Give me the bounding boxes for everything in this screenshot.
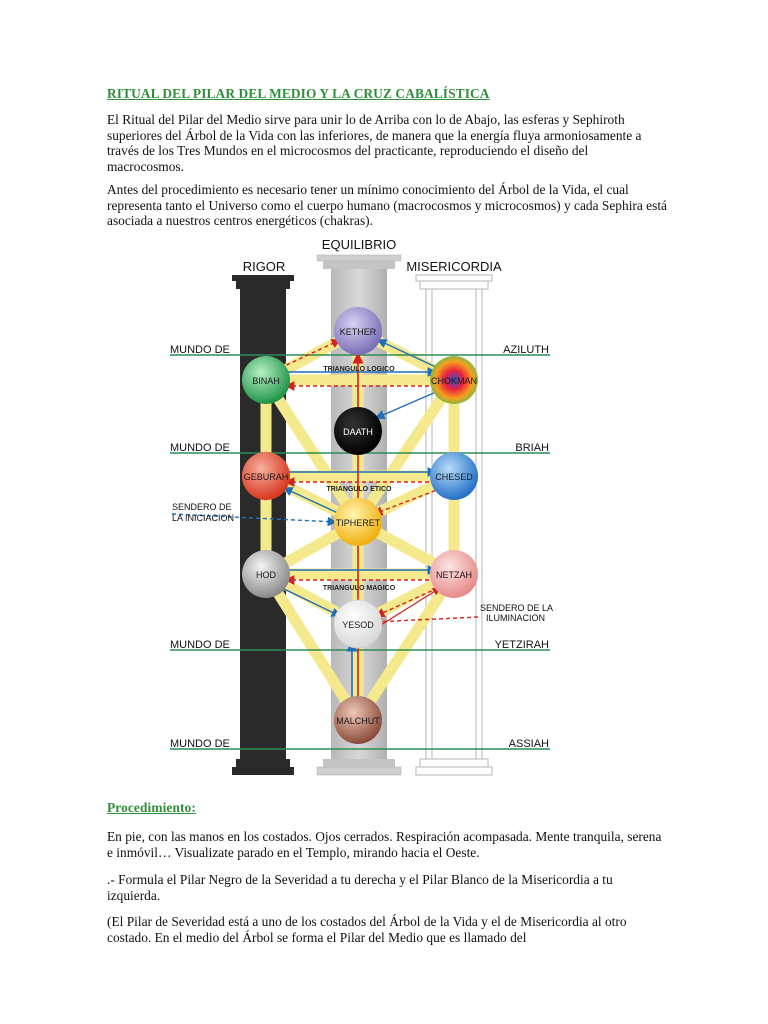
world-label-1-left: MUNDO DE [170, 344, 230, 356]
path-iluminacion-label-1: SENDERO DE LA [480, 603, 553, 613]
triangle-magico-label: TRIANGULO MAGICO [323, 585, 396, 592]
triangle-etico-label: TRIANGULO ETICO [327, 486, 392, 493]
svg-text:KETHER: KETHER [340, 327, 377, 337]
world-label-1-right: AZILUTH [503, 344, 549, 356]
pillar-title-equilibrio: EQUILIBRIO [322, 237, 396, 252]
path-iniciacion-label-2: LA INICIACION [172, 513, 234, 523]
sephira-chesed: CHESED [430, 452, 478, 500]
world-label-4-left: MUNDO DE [170, 738, 230, 750]
svg-text:CHESED: CHESED [435, 472, 473, 482]
path-iniciacion-label-1: SENDERO DE [172, 502, 232, 512]
procedure-paragraph-1: En pie, con las manos en los costados. O… [107, 829, 662, 860]
procedure-heading: Procedimiento: [107, 800, 196, 815]
sephira-hod: HOD [242, 550, 290, 598]
procedure-paragraph-3: (El Pilar de Severidad está a uno de los… [107, 914, 627, 945]
svg-text:BINAH: BINAH [252, 376, 280, 386]
svg-text:GEBURAH: GEBURAH [244, 472, 289, 482]
pillar-title-misericordia: MISERICORDIA [406, 259, 502, 274]
world-label-2-left: MUNDO DE [170, 442, 230, 454]
triangle-logico-label: TRIANGULO LOGICO [323, 366, 395, 373]
procedure-paragraph-2: .- Formula el Pilar Negro de la Severida… [107, 872, 613, 903]
world-label-3-left: MUNDO DE [170, 639, 230, 651]
sephira-tiphereth: TIPHERET [334, 498, 382, 546]
svg-text:NETZAH: NETZAH [436, 570, 472, 580]
page-title: RITUAL DEL PILAR DEL MEDIO Y LA CRUZ CAB… [107, 86, 490, 101]
sephira-yesod: YESOD [333, 599, 383, 649]
intro-paragraph-1: El Ritual del Pilar del Medio sirve para… [107, 112, 642, 174]
svg-text:MALCHUT: MALCHUT [336, 716, 380, 726]
sephira-chokman: CHOKMAN [430, 356, 478, 404]
svg-text:HOD: HOD [256, 570, 277, 580]
pillar-title-rigor: RIGOR [243, 259, 286, 274]
sephira-geburah: GEBURAH [242, 452, 290, 500]
sephira-daath: DAATH [334, 407, 382, 455]
sephira-netzah: NETZAH [430, 550, 478, 598]
world-label-3-right: YETZIRAH [495, 639, 549, 651]
svg-text:DAATH: DAATH [343, 427, 373, 437]
sephira-binah: BINAH [242, 356, 290, 404]
tree-of-life-diagram: RIGOR EQUILIBRIO MISERICORDIA [170, 237, 553, 776]
world-label-4-right: ASSIAH [509, 738, 549, 750]
svg-text:YESOD: YESOD [342, 620, 374, 630]
sephira-kether: KETHER [334, 307, 382, 355]
svg-text:TIPHERET: TIPHERET [336, 518, 381, 528]
path-iluminacion-label-2: ILUMINACION [486, 613, 545, 623]
world-label-2-right: BRIAH [515, 442, 549, 454]
sephira-malchut: MALCHUT [334, 696, 382, 744]
svg-text:CHOKMAN: CHOKMAN [431, 376, 477, 386]
intro-paragraph-2: Antes del procedimiento es necesario ten… [107, 182, 667, 228]
